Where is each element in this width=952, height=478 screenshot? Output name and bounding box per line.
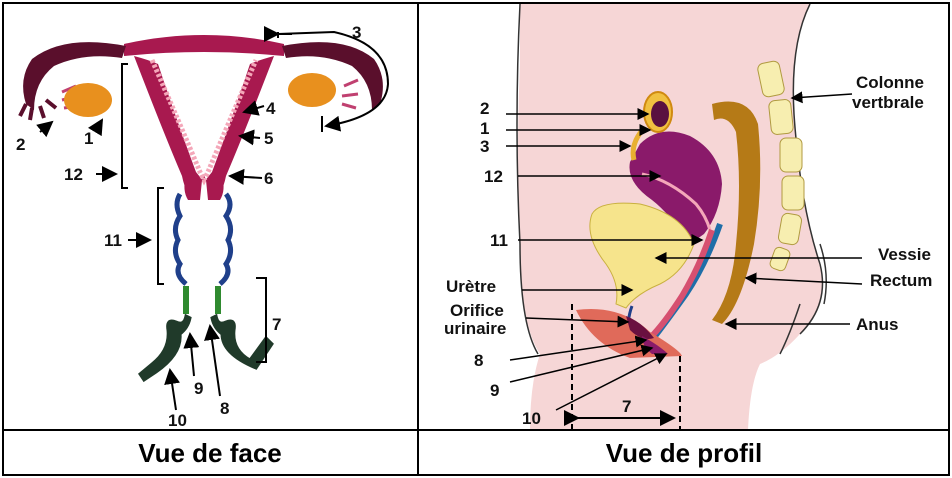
vertebral-column (757, 60, 805, 272)
vulva-left (138, 313, 192, 383)
front-label-4: 4 (266, 99, 276, 118)
profile-label-orifice-1: Orifice (450, 301, 504, 320)
rectum (712, 101, 761, 324)
uterine-lining (149, 58, 259, 186)
left-ovary (64, 83, 112, 117)
front-label-8: 8 (220, 399, 229, 418)
ovary (651, 101, 669, 127)
profile-label-11: 11 (490, 231, 508, 250)
front-label-10: 10 (168, 411, 187, 430)
profile-label-colonne-2: vertbrale (852, 93, 924, 112)
vagina-left-wall (172, 192, 188, 286)
front-label-9: 9 (194, 379, 203, 398)
front-label-11: 11 (104, 231, 122, 250)
left-fallopian-tube (23, 42, 126, 110)
front-view-drawing: 2 1 3 4 5 6 12 11 7 9 8 10 (16, 23, 390, 430)
uterine-fundus (124, 35, 284, 56)
profile-label-uretre: Urètre (446, 277, 496, 296)
profile-label-2: 2 (480, 99, 489, 118)
front-label-2: 2 (16, 135, 25, 154)
profile-label-1: 1 (480, 119, 489, 138)
front-view-caption: Vue de face (138, 438, 282, 468)
middle-divider (417, 2, 419, 476)
profile-label-colonne-1: Colonne (856, 73, 924, 92)
front-label-12: 12 (64, 165, 83, 184)
uterus-wall (134, 56, 274, 200)
vulva-right (210, 313, 274, 370)
front-label-1: 1 (84, 129, 93, 148)
profile-view-drawing: 2 1 3 12 11 Urètre Orifice urinaire 8 9 … (444, 4, 932, 430)
profile-label-3: 3 (480, 137, 489, 156)
profile-view-caption: Vue de profil (605, 438, 763, 468)
profile-label-anus: Anus (856, 315, 899, 334)
front-label-6: 6 (264, 169, 273, 188)
profile-label-9: 9 (490, 381, 499, 400)
profile-label-7: 7 (622, 397, 631, 416)
front-label-3: 3 (352, 23, 361, 42)
right-ovary (288, 73, 336, 107)
profile-label-8: 8 (474, 351, 483, 370)
front-view-panel: 2 1 3 4 5 6 12 11 7 9 8 10 (4, 4, 416, 430)
profile-label-vessie: Vessie (878, 245, 931, 264)
bladder (589, 202, 695, 309)
profile-label-orifice-2: urinaire (444, 319, 506, 338)
profile-label-rectum: Rectum (870, 271, 932, 290)
profile-view-panel: 2 1 3 12 11 Urètre Orifice urinaire 8 9 … (420, 4, 948, 430)
right-fallopian-tube (282, 42, 383, 110)
front-label-5: 5 (264, 129, 273, 148)
profile-label-12: 12 (484, 167, 503, 186)
vagina-right-wall (218, 192, 234, 286)
front-label-7: 7 (272, 315, 281, 334)
profile-label-10: 10 (522, 409, 541, 428)
cervix (184, 176, 224, 200)
